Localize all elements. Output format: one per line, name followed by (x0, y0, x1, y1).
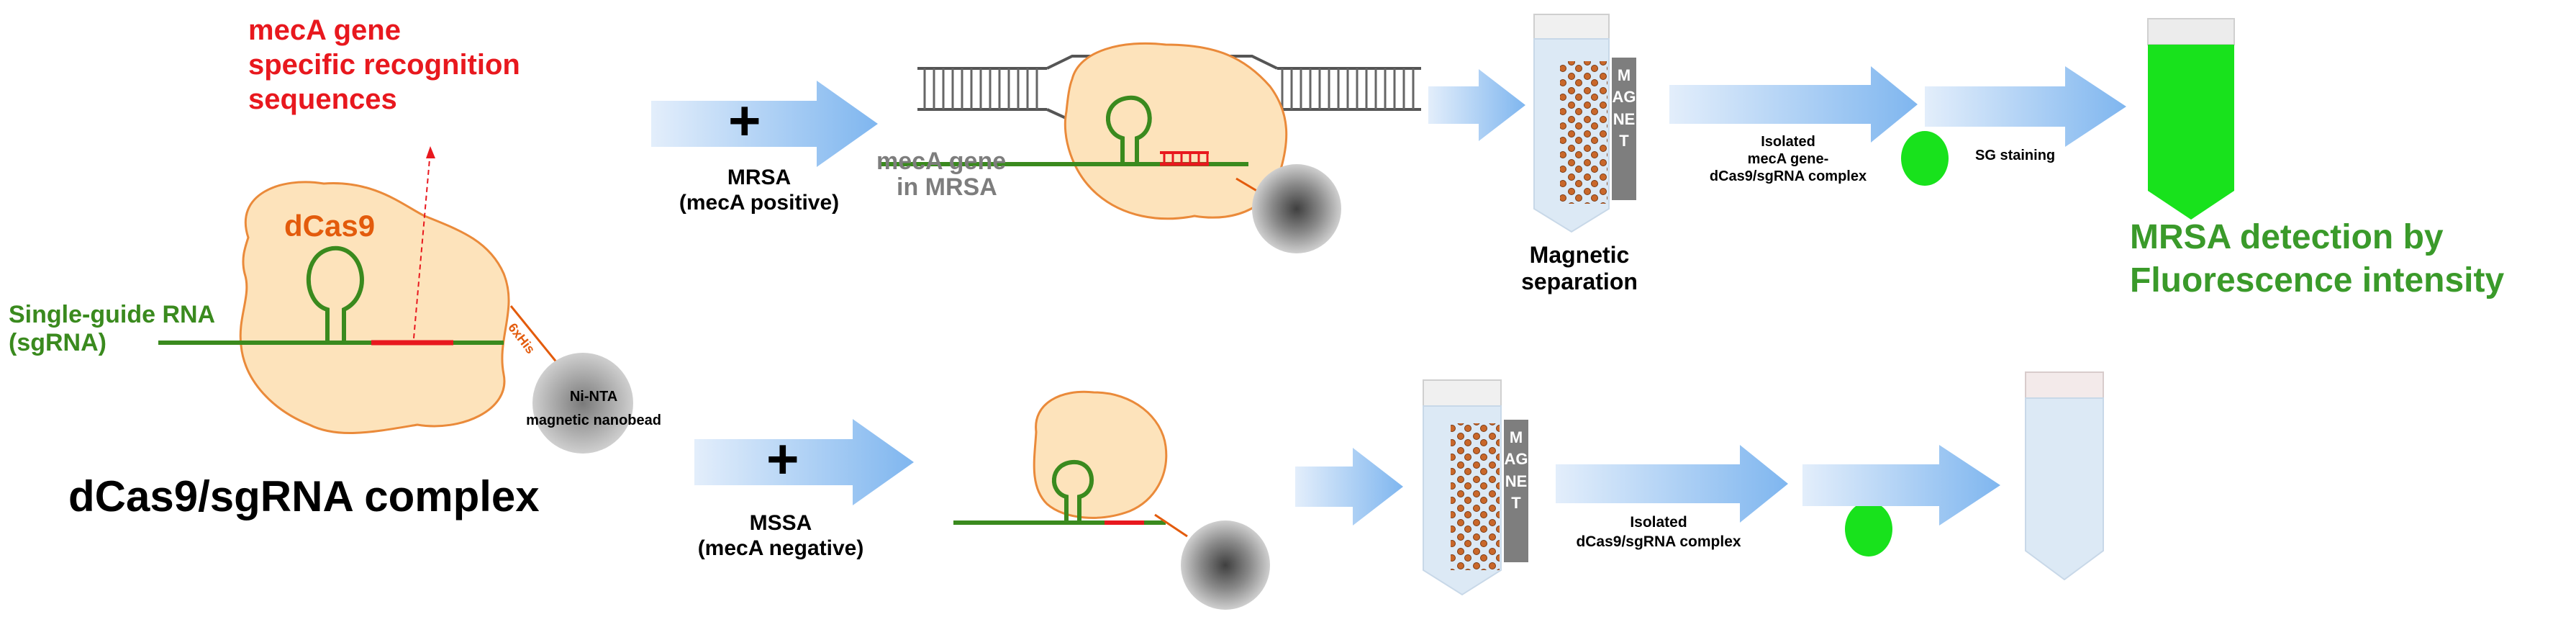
top-sample-line-1: MRSA (727, 166, 792, 189)
recognition-sequence-label: mecA gene specific recognition sequences (248, 13, 520, 117)
gene-label-line-2: in MRSA (897, 173, 997, 201)
top-isolated-label: Isolated mecA gene- dCas9/sgRNA complex (1669, 133, 1907, 185)
bead-label: Ni-NTA magnetic nanobead (504, 389, 684, 429)
sgrna-hairpin (306, 245, 364, 343)
his-tag-linker (509, 305, 559, 364)
top-isolated-line-3: dCas9/sgRNA complex (1709, 168, 1867, 184)
top-arrow-4 (1925, 66, 2126, 147)
bottom-arrow-3 (1556, 445, 1788, 523)
top-plus-sign: + (728, 89, 761, 152)
recognition-label-line-1: mecA gene (248, 14, 401, 46)
sgrna-label: Single-guide RNA (sgRNA) (9, 301, 215, 357)
dcas9-label: dCas9 (284, 209, 376, 243)
recognition-label-line-3: sequences (248, 84, 397, 115)
top-arrow-1 (651, 81, 878, 167)
bead-label-line-2: magnetic nanobead (526, 413, 661, 428)
staining-label: SG staining (1975, 148, 2056, 163)
dcas9-unbound (953, 390, 1270, 610)
bottom-arrow-2 (1295, 448, 1403, 526)
bead-label-line-1: Ni-NTA (569, 389, 618, 405)
bottom-sample-label: MSSA (mecA negative) (691, 511, 871, 561)
gene-label: mecA gene in MRSA (876, 148, 1007, 201)
top-arrow-2 (1428, 69, 1525, 141)
bottom-plus-sign: + (766, 427, 799, 490)
top-tube-magnetic (1533, 14, 1636, 233)
top-arrow-3 (1669, 66, 1918, 143)
top-sample-label: MRSA (mecA positive) (673, 166, 845, 215)
top-isolated-line-2: mecA gene- (1747, 151, 1829, 167)
bottom-sample-line-1: MSSA (749, 511, 812, 535)
top-isolated-line-1: Isolated (1761, 134, 1815, 150)
bottom-result-tube (2025, 371, 2104, 581)
result-label: MRSA detection by Fluorescence intensity (2130, 216, 2504, 302)
result-line-2: Fluorescence intensity (2130, 261, 2505, 299)
sgrna-label-line-2: (sgRNA) (9, 329, 106, 357)
result-line-1: MRSA detection by (2130, 218, 2444, 256)
bottom-magnet-text: MAGNET (1504, 428, 1528, 513)
bottom-sample-line-2: (mecA negative) (697, 536, 864, 560)
bottom-arrow-4 (1802, 445, 2000, 526)
bottom-tube-magnetic (1423, 379, 1528, 596)
ni-nta-bead (532, 353, 633, 454)
bottom-fluorescent-complex (1845, 502, 1892, 556)
bottom-isolated-line-1: Isolated (1630, 514, 1687, 531)
top-fluorescent-complex (1901, 131, 1949, 186)
recognition-label-line-2: specific recognition (248, 49, 520, 81)
bottom-isolated-line-2: dCas9/sgRNA complex (1576, 533, 1741, 551)
separation-line-2: separation (1521, 268, 1638, 294)
separation-label: Magnetic separation (1497, 242, 1662, 295)
dcas9-bound-dna (881, 42, 1341, 253)
recognition-pointer (413, 150, 431, 339)
left-complex (158, 146, 633, 454)
recognition-pointer-head (426, 146, 435, 158)
separation-line-1: Magnetic (1529, 242, 1630, 268)
complex-title: dCas9/sgRNA complex (68, 472, 540, 520)
top-result-tube (2147, 18, 2235, 220)
gene-label-line-1: mecA gene (876, 148, 1007, 175)
top-sample-line-2: (mecA positive) (679, 190, 840, 215)
sgrna-label-line-1: Single-guide RNA (9, 301, 216, 328)
top-magnet-text: MAGNET (1612, 66, 1636, 150)
bottom-arrow-1 (694, 419, 914, 505)
bottom-isolated-label: Isolated dCas9/sgRNA complex (1558, 513, 1759, 552)
